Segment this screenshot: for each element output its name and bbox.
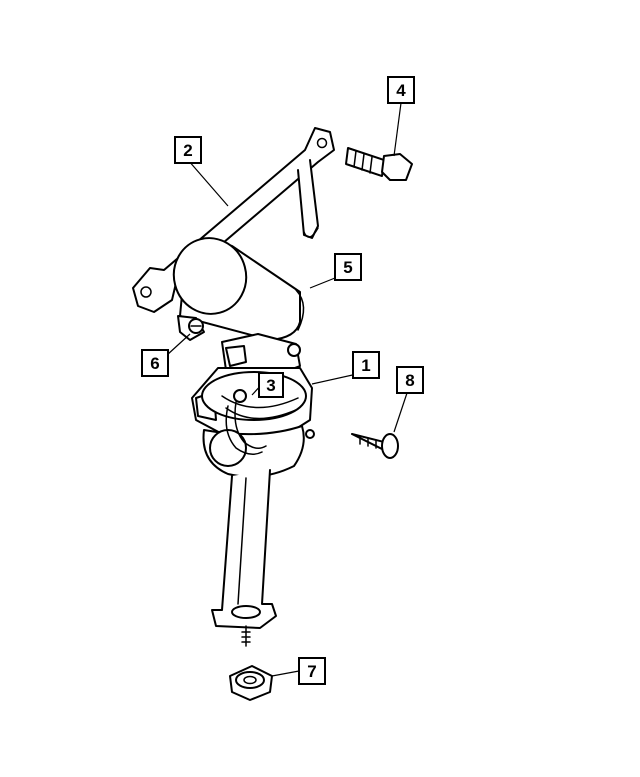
screw-6-installed xyxy=(188,318,204,334)
nut-7 xyxy=(229,665,273,701)
callout-7: 7 xyxy=(298,657,326,685)
valve-assembly xyxy=(191,333,315,478)
callout-7-label: 7 xyxy=(307,662,316,681)
callout-2: 2 xyxy=(174,136,202,164)
support-arm xyxy=(211,469,277,647)
callout-1-label: 1 xyxy=(361,356,370,375)
callout-3-label: 3 xyxy=(266,376,275,395)
callout-5-label: 5 xyxy=(343,258,352,277)
bolt-4 xyxy=(345,147,413,181)
callout-8-label: 8 xyxy=(405,371,414,390)
callout-4-label: 4 xyxy=(396,81,406,100)
callout-3: 3 xyxy=(258,372,284,398)
callout-1: 1 xyxy=(352,351,380,379)
callout-2-label: 2 xyxy=(183,141,192,160)
callout-6: 6 xyxy=(141,349,169,377)
callout-4: 4 xyxy=(387,76,415,104)
callout-8: 8 xyxy=(396,366,424,394)
callout-6-label: 6 xyxy=(150,354,159,373)
canister xyxy=(172,237,305,341)
screw-8 xyxy=(351,433,399,459)
callout-5: 5 xyxy=(334,253,362,281)
